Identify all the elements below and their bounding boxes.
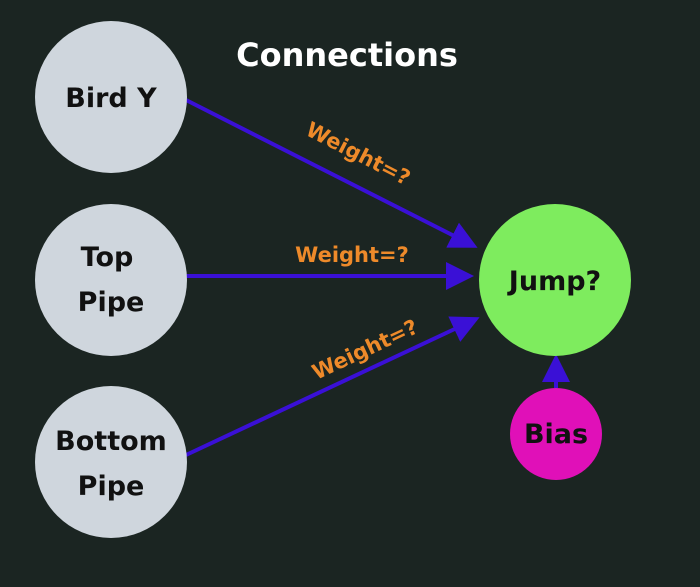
output-node-label: Jump? <box>507 266 601 297</box>
input-node-bird-y: Bird Y <box>35 21 187 173</box>
bias-node-label: Bias <box>524 419 588 450</box>
connection-bottom-pipe-to-jump <box>185 316 480 457</box>
input-node-label: Bird Y <box>65 83 157 114</box>
output-node-jump: Jump? <box>479 204 631 356</box>
input-node-label: Bottom <box>55 426 167 457</box>
input-node-label: Pipe <box>78 287 145 318</box>
diagram-title: Connections <box>236 36 458 74</box>
input-node-top-pipe: Top Pipe <box>35 204 187 356</box>
weight-label-top-pipe: Weight=? <box>295 243 409 267</box>
input-node-bottom-pipe: Bottom Pipe <box>35 386 187 538</box>
input-node-label: Top <box>81 242 134 273</box>
input-node-label: Pipe <box>78 471 145 502</box>
bias-node: Bias <box>510 388 602 480</box>
connection-bird-y-to-jump <box>185 98 478 248</box>
weight-label-bottom-pipe: Weight=? <box>308 315 421 385</box>
weight-label-bird-y: Weight=? <box>302 117 414 190</box>
